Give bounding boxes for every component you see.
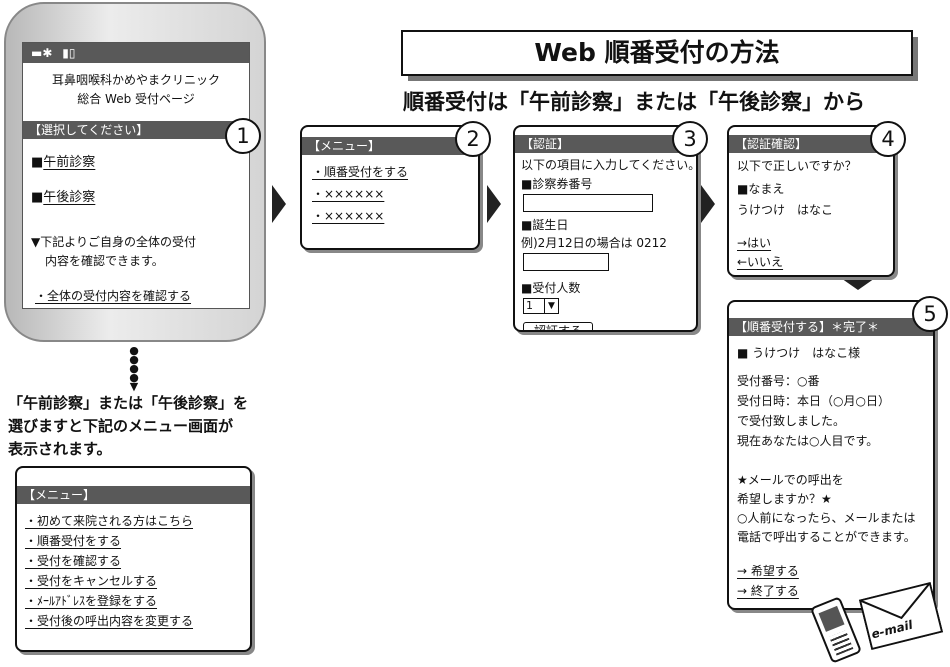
step3-intro: 以下の項目に入力してください。 xyxy=(521,158,698,172)
step-4-badge: 4 xyxy=(870,121,906,157)
full-menu-panel: 【メニュー】 ・初めて来院される方はこちら ・順番受付をする ・受付を確認する … xyxy=(15,466,252,652)
step5-mail: ★メールでの呼出を 希望しますか？★ ○人前になったら、メールまたは 電話で呼出… xyxy=(737,471,933,547)
select-bar: 【選択してください】 xyxy=(23,121,249,139)
view-all-link[interactable]: ・全体の受付内容を確認する xyxy=(35,289,192,303)
step-3-badge: 3 xyxy=(672,121,708,157)
clinic-name: 耳鼻咽喉科かめやまクリニック xyxy=(51,73,220,87)
step2-list: ・順番受付をする ・×××××× ・×××××× xyxy=(312,161,478,227)
mail-note-2: 電話で呼出することができます。 xyxy=(737,530,916,544)
caption-line-1: 「午前診察」または「午後診察」を xyxy=(8,394,249,412)
step5-actions: → 希望する → 終了する xyxy=(737,561,933,601)
page-title: Web 順番受付の方法 xyxy=(534,38,780,67)
step2-item[interactable]: ・×××××× xyxy=(312,209,385,223)
step2-panel: 【メニュー】 ・順番受付をする ・×××××× ・×××××× xyxy=(300,125,480,250)
envelope-icon xyxy=(858,581,944,651)
option-afternoon[interactable]: ■午後診察 xyxy=(31,190,96,205)
step-1-badge: 1 xyxy=(225,118,261,154)
step3-bar: 【認証】 xyxy=(515,135,696,153)
arrow-right-icon xyxy=(701,185,715,223)
menu-item-reserve[interactable]: ・順番受付をする xyxy=(25,534,122,548)
caption-line-3: 表示されます。 xyxy=(8,440,112,458)
menu-item-confirm[interactable]: ・受付を確認する xyxy=(25,554,122,568)
step5-receipt: 受付番号：○番 受付日時：本日（○月○日） で受付致しました。 現在あなたは○人… xyxy=(737,371,933,451)
caption: 「午前診察」または「午後診察」を 選びますと下記のメニュー画面が 表示されます。 xyxy=(8,392,248,461)
birthday-example: 例)2月12日の場合は 0212 xyxy=(521,236,667,250)
step2-reserve-link[interactable]: ・順番受付をする xyxy=(312,165,409,179)
step3-panel: 【認証】 以下の項目に入力してください。 ■診察券番号 ■誕生日 例)2月12日… xyxy=(513,125,698,332)
birthday-input[interactable] xyxy=(523,253,609,271)
title-box: Web 順番受付の方法 xyxy=(401,30,913,76)
page-name: 総合 Web 受付ページ xyxy=(77,92,195,106)
menu-item-register-email[interactable]: ・ﾒｰﾙｱﾄﾞﾚｽを登録をする xyxy=(25,594,158,608)
phone-screen: ▬✱ ▮▯ 耳鼻咽喉科かめやまクリニック 総合 Web 受付ページ 【選択してく… xyxy=(22,42,250,309)
authenticate-button[interactable]: 認証する xyxy=(523,322,593,330)
yes-link[interactable]: →はい xyxy=(737,236,772,250)
step-2-badge: 2 xyxy=(455,121,491,157)
receipt-position: 現在あなたは○人目です。 xyxy=(737,434,879,448)
card-number-input[interactable] xyxy=(523,194,653,212)
card-number-label: ■診察券番号 xyxy=(521,177,593,191)
subtitle: 順番受付は「午前診察」または「午後診察」から xyxy=(403,90,865,114)
step4-panel: 【認証確認】 以下で正しいですか？ ■なまえ うけつけ はなこ →はい ←いいえ xyxy=(727,125,895,277)
name-value: うけつけ はなこ xyxy=(737,203,834,217)
email-icon: e-mail xyxy=(858,581,944,651)
step2-bar: 【メニュー】 xyxy=(302,137,478,155)
step5-panel: 【順番受付する】＊完了＊ ■ うけつけ はなこ様 受付番号：○番 受付日時：本日… xyxy=(727,300,935,610)
arrow-right-icon xyxy=(272,185,286,223)
option-morning[interactable]: ■午前診察 xyxy=(31,155,96,170)
birthday-label: ■誕生日 xyxy=(521,218,569,232)
step5-name: ■ うけつけ はなこ様 xyxy=(737,346,861,360)
people-select-value: 1 xyxy=(526,299,533,312)
arrow-right-icon xyxy=(487,185,501,223)
down-arrow-icon: ●●●●▼ xyxy=(129,344,139,393)
step4-question: 以下で正しいですか？ xyxy=(737,159,857,173)
battery-icon: ▬✱ xyxy=(31,46,53,60)
mail-question-2: 希望しますか？★ xyxy=(737,492,832,506)
receipt-date: 受付日時：本日（○月○日） xyxy=(737,394,890,408)
receipt-accepted: で受付致しました。 xyxy=(737,414,846,428)
mail-note-1: ○人前になったら、メールまたは xyxy=(737,511,916,525)
step5-bar: 【順番受付する】＊完了＊ xyxy=(729,318,933,336)
option-morning-label[interactable]: 午前診察 xyxy=(43,155,96,170)
step-5-badge: 5 xyxy=(912,296,948,332)
menu-item-first-visit[interactable]: ・初めて来院される方はこちら xyxy=(25,514,194,528)
mail-question-1: ★メールでの呼出を xyxy=(737,473,844,487)
chevron-down-icon: ▼ xyxy=(544,299,558,313)
option-afternoon-label[interactable]: 午後診察 xyxy=(43,190,96,205)
menu-item-change-call[interactable]: ・受付後の呼出内容を変更する xyxy=(25,614,194,628)
hope-link[interactable]: → 希望する xyxy=(737,564,799,578)
step2-item[interactable]: ・×××××× xyxy=(312,187,385,201)
receipt-number: 受付番号：○番 xyxy=(737,374,820,388)
full-menu-bar: 【メニュー】 xyxy=(17,486,250,504)
step4-bar: 【認証確認】 xyxy=(729,135,893,153)
no-link[interactable]: ←いいえ xyxy=(737,255,784,269)
finish-link[interactable]: → 終了する xyxy=(737,584,799,598)
people-label: ■受付人数 xyxy=(521,281,581,295)
caption-line-2: 選びますと下記のメニュー画面が xyxy=(8,417,234,435)
full-menu-list: ・初めて来院される方はこちら ・順番受付をする ・受付を確認する ・受付をキャン… xyxy=(25,511,250,631)
signal-icon: ▮▯ xyxy=(62,46,76,60)
phone-status-bar: ▬✱ ▮▯ xyxy=(23,43,249,63)
note-line-1: ▼下記よりご自身の全体の受付 xyxy=(31,235,196,249)
menu-item-cancel[interactable]: ・受付をキャンセルする xyxy=(25,574,158,588)
name-label: ■なまえ xyxy=(737,182,785,196)
people-select[interactable]: 1 ▼ xyxy=(523,298,559,314)
note-line-2: 内容を確認できます。 xyxy=(45,254,164,268)
arrow-down-icon xyxy=(838,276,878,290)
